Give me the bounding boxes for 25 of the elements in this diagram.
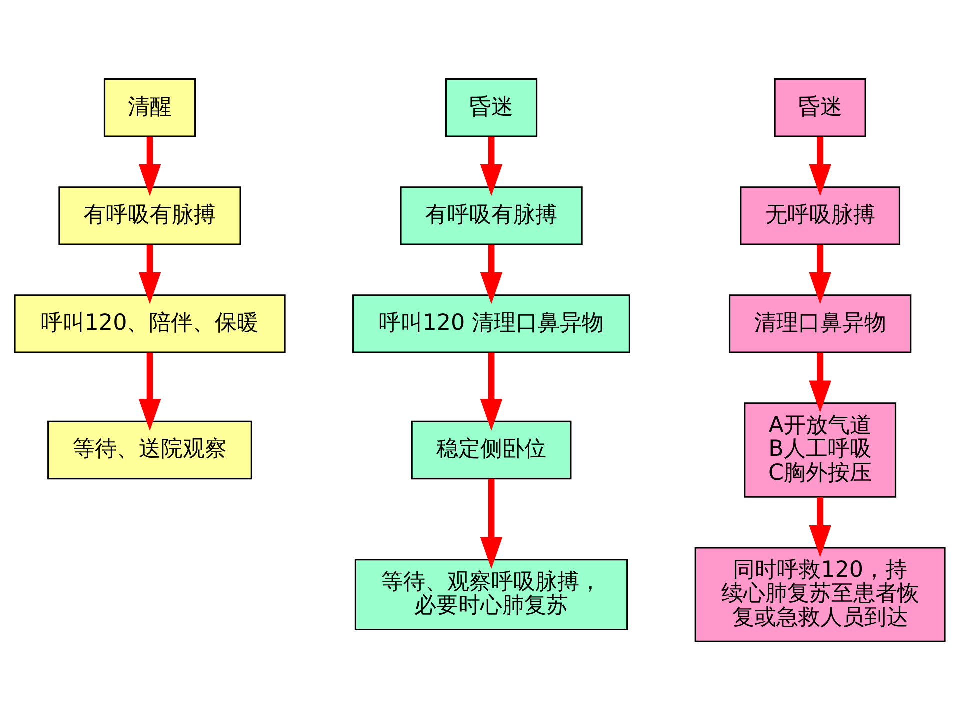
arrow (809, 352, 832, 412)
arrow (809, 244, 832, 304)
node-box: A开放气道 B人工呼吸 C胸外按压 (744, 402, 897, 498)
node-box: 同时呼救120，持续心肺复苏至患者恢复或急救人员到达 (694, 546, 946, 642)
arrow (138, 244, 162, 304)
arrow (480, 478, 503, 569)
node-box: 昏迷 (445, 78, 538, 137)
node-box: 等待、观察呼吸脉搏，必要时心肺复苏 (354, 558, 628, 630)
node-box: 有呼吸有脉搏 (58, 186, 242, 245)
node-box: 有呼吸有脉搏 (400, 186, 583, 245)
arrow (138, 136, 162, 196)
arrow (480, 352, 503, 431)
node-box: 等待、送院观察 (48, 420, 252, 480)
arrow (809, 496, 832, 557)
node-box: 清理口鼻异物 (728, 294, 912, 353)
node-box: 昏迷 (774, 78, 866, 137)
node-box: 无呼吸脉搏 (740, 186, 901, 245)
arrow (138, 352, 162, 431)
node-box: 稳定侧卧位 (411, 420, 572, 480)
node-box: 呼叫120 清理口鼻异物 (352, 294, 630, 353)
node-box: 清醒 (104, 78, 196, 137)
node-box: 呼叫120、陪伴、保暖 (14, 294, 286, 353)
arrow (480, 136, 503, 196)
arrow (480, 244, 503, 304)
arrow (809, 136, 832, 196)
